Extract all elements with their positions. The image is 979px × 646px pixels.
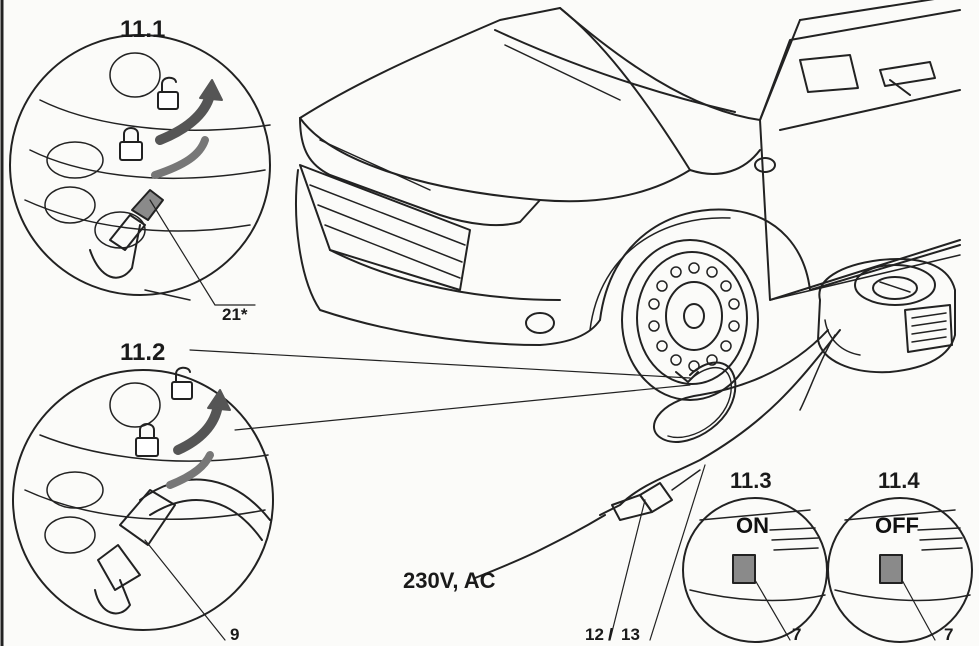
leader-12	[609, 499, 646, 641]
label-separator: /	[608, 625, 613, 644]
compressor-vent	[904, 304, 953, 353]
compressor-body	[817, 258, 956, 374]
switch-off-label: OFF	[875, 513, 919, 538]
lock-closed-icon	[135, 423, 159, 457]
hub-centre	[683, 303, 705, 329]
lock-open-icon	[171, 366, 193, 400]
step-label-11-2: 11.2	[120, 339, 166, 366]
grille	[299, 164, 471, 291]
roof-line	[799, 0, 935, 21]
detail-circle-11-4	[827, 497, 973, 643]
hub	[665, 281, 723, 351]
headlight-inner	[319, 139, 431, 191]
vent-detail	[917, 527, 963, 551]
rim-holes	[648, 262, 740, 372]
grille-bar-2	[317, 204, 463, 263]
switch-on-label: ON	[736, 513, 769, 538]
detail-circle-11-1	[9, 34, 271, 296]
cable-exit	[671, 469, 701, 491]
wiper-blade	[504, 44, 621, 101]
a-pillar	[759, 9, 961, 121]
indicator-light	[754, 157, 776, 173]
rotate-arrow-icon	[173, 400, 223, 455]
power-switch-off	[879, 554, 903, 584]
step-label-11-4: 11.4	[878, 468, 920, 493]
door-window-bottom	[779, 89, 961, 131]
hose-connector	[119, 489, 176, 546]
part-label-7a: 7	[792, 625, 802, 644]
leader-9	[144, 539, 226, 641]
hood-line	[299, 7, 561, 119]
leader-21	[149, 199, 256, 306]
air-hose	[653, 329, 829, 443]
windshield	[559, 7, 801, 121]
wheel-arch	[599, 208, 811, 321]
wheel-arch-inner	[589, 217, 731, 331]
rocker-panel	[809, 244, 961, 291]
lock-open-icon	[157, 76, 179, 110]
compressor-handle	[824, 319, 861, 356]
part-label-21: 21*	[222, 305, 248, 324]
front-door-edge	[759, 119, 961, 301]
lock-closed-icon	[119, 127, 143, 161]
part-label-13: 13	[621, 625, 640, 644]
pointer-line-upper	[189, 349, 691, 379]
part-label-9: 9	[230, 625, 240, 644]
vent-slots	[911, 312, 947, 343]
compressor-gauge	[872, 276, 918, 300]
power-cable	[599, 329, 841, 516]
valve-stem-2	[94, 579, 131, 615]
fog-light	[525, 312, 555, 334]
leader-7b	[901, 579, 936, 641]
front-bumper	[295, 169, 601, 346]
headlight-outline	[299, 117, 541, 227]
rim-outer	[636, 251, 748, 385]
gauge-needle	[879, 281, 911, 293]
grille-bar-3	[324, 224, 461, 279]
voltage-label: 230V, AC	[403, 568, 496, 593]
leader-7a	[754, 579, 791, 641]
wiper	[494, 29, 736, 113]
car	[295, 0, 961, 346]
front-wheel	[621, 239, 759, 401]
tyre-outer	[621, 239, 759, 401]
step-label-11-3: 11.3	[730, 468, 772, 493]
valve-nut	[97, 544, 141, 591]
power-cable-2	[799, 334, 836, 411]
compressor	[817, 258, 956, 374]
detail-11-4	[827, 497, 973, 643]
bumper-upper	[329, 249, 561, 301]
hood-front-edge	[299, 117, 691, 203]
hoses	[474, 329, 841, 579]
door-handle-recess	[879, 61, 936, 87]
side-mirror	[799, 54, 859, 93]
air-hose-inner	[667, 366, 732, 439]
detail-11-2	[12, 366, 274, 641]
valve-body	[109, 214, 146, 251]
valve-cap	[131, 189, 164, 221]
vent-detail	[769, 527, 819, 551]
rotate-arrow-icon	[155, 90, 215, 145]
detail-circle-11-2	[12, 369, 274, 631]
pointer-line-lower	[234, 384, 691, 431]
valve-stem	[89, 224, 141, 279]
power-switch-on	[732, 554, 756, 584]
mains-cable	[474, 514, 606, 579]
compressor-top	[854, 264, 936, 306]
leader-13	[649, 464, 706, 641]
detail-11-1	[9, 34, 271, 306]
fender-top	[689, 149, 761, 175]
plug	[611, 494, 653, 521]
part-label-7b: 7	[944, 625, 954, 644]
grille-bar-1	[309, 184, 466, 246]
door-handle	[889, 79, 911, 96]
part-label-12: 12	[585, 625, 604, 644]
step-label-11-1: 11.1	[120, 16, 166, 43]
